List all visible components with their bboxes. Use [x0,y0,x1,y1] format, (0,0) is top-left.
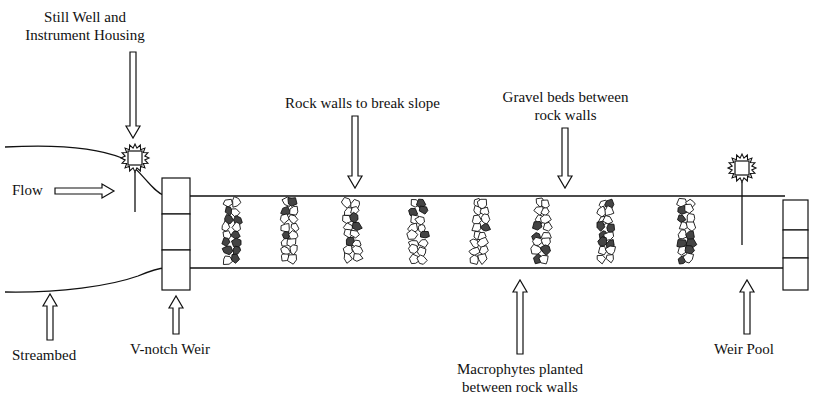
stone [421,231,430,238]
part-label: Rock walls to break slope [285,94,440,112]
stone [481,223,491,231]
top-bank [5,146,785,196]
stone [597,221,605,231]
stone [541,208,549,216]
stone [418,240,428,248]
stone [531,244,542,254]
stone [222,221,230,231]
rock-wall [341,197,363,263]
stone [543,222,552,231]
stone [289,215,298,224]
well-pipe [134,172,135,212]
housing-box [128,151,142,165]
stone [470,255,478,264]
part-label: Macrophytes planted between rock walls [445,360,595,396]
stone [407,230,418,240]
pointer-arrow [126,52,140,138]
pointer-arrow [558,128,572,188]
stone [288,198,297,207]
pointer-arrow [43,294,57,340]
stone [606,255,613,263]
stone [597,255,605,264]
stone [605,246,615,255]
pointer-arrow [513,280,527,354]
rock-wall [280,197,299,264]
stone [281,224,289,233]
part-label: Streambed [12,346,76,364]
stone [231,231,241,239]
stone [409,244,419,253]
stone [222,246,233,255]
stone [223,199,232,207]
stone [469,247,480,255]
stone [287,255,296,265]
weir-block [783,258,808,290]
stone [417,255,427,264]
stone [540,245,550,256]
stone [686,222,696,231]
pointer-arrow [740,280,754,334]
part-label: Flow [12,181,43,199]
stone [222,238,230,247]
still-well-symbol [121,144,149,172]
part-label: Weir Pool [714,340,774,358]
rock-wall [597,199,616,264]
stone [344,253,352,263]
rock-wall [677,198,697,264]
part-label: V-notch Weir [130,340,210,358]
stone [478,254,487,265]
stone [350,212,358,223]
housing-box [735,161,749,175]
stone [289,231,298,240]
stone [290,245,297,255]
well-pipe [741,182,742,245]
starburst [121,144,149,172]
part-label: Still Well and Instrument Housing [20,8,150,44]
weir-block [162,178,190,214]
pointer-arrow [348,116,362,188]
stone [481,214,490,225]
stone [419,206,428,214]
stone [603,216,613,225]
starburst [728,154,756,182]
stone [540,215,551,224]
still-well-symbol [728,154,756,182]
pointer-arrow [169,296,183,334]
stone [685,204,694,213]
stone [353,254,363,262]
stone [232,222,241,232]
stone [352,222,362,230]
rock-wall [469,198,491,264]
stone [533,222,543,231]
part-label: Gravel beds between rock walls [493,88,638,124]
stone [290,206,298,215]
stone [683,253,694,263]
stone [598,237,607,247]
rock-wall [531,198,553,264]
stone [539,255,548,264]
stone [605,206,614,216]
stone [472,224,481,232]
stone [350,230,359,238]
stone [598,246,606,255]
stone [233,197,241,208]
stone [282,232,289,239]
stone [232,254,240,263]
bottom-bank [5,268,785,292]
weir-block [162,214,190,250]
stone [280,214,289,224]
stone [341,197,351,208]
weir-block [783,230,808,258]
rock-wall [407,199,430,264]
rock-wall [222,197,242,265]
pointer-arrow [55,184,114,198]
weir-block [162,250,190,290]
weir-block [783,200,808,230]
